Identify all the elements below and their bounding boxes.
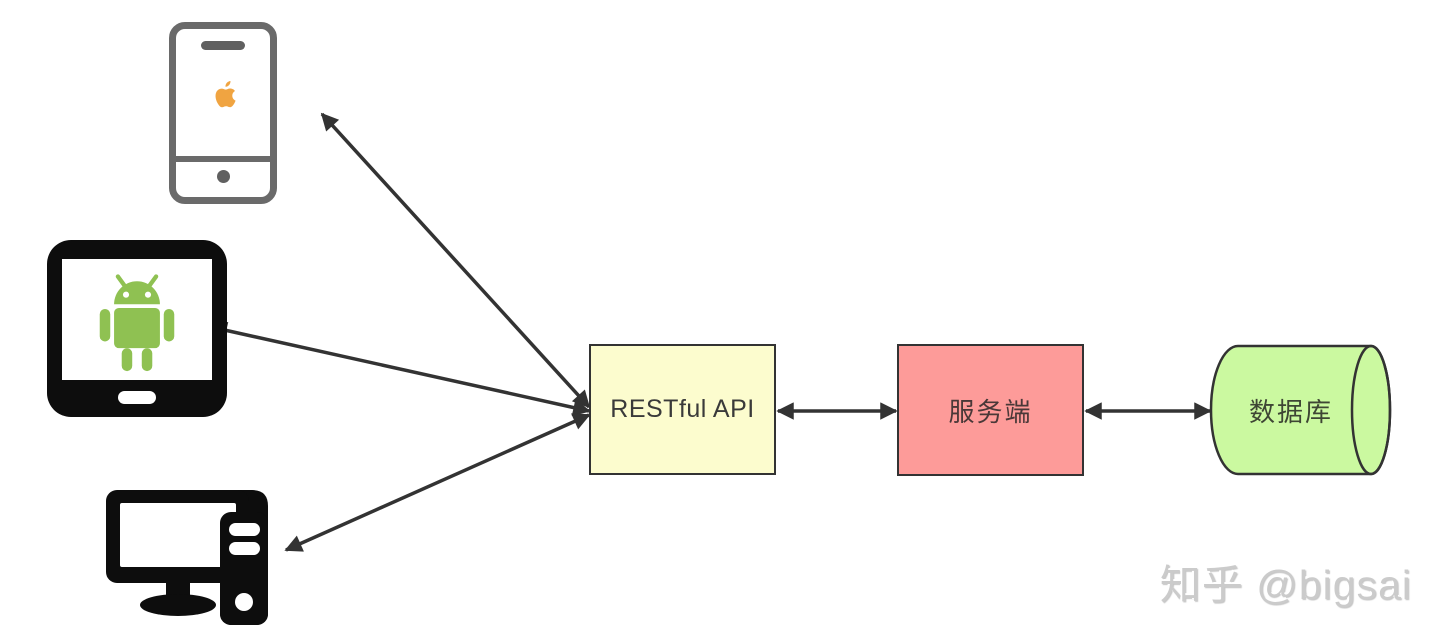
iphone-speaker-bar (201, 41, 245, 50)
iphone-home-button (216, 170, 230, 183)
database-cylinder (1209, 344, 1392, 476)
database-cylinder-cap (1350, 344, 1392, 476)
tablet-screen (62, 259, 212, 380)
server-box (897, 344, 1084, 476)
arrow-iphone-api (320, 112, 591, 409)
apple-logo-icon (215, 81, 236, 108)
iphone-icon (169, 22, 277, 204)
iphone-bottom-panel (176, 156, 270, 197)
arrow-desktop-api (284, 413, 591, 552)
desktop-computer-icon (106, 490, 268, 625)
arrow-tablet-api (209, 321, 591, 417)
android-robot-icon (99, 274, 175, 372)
tablet-home-button (118, 391, 156, 404)
restful-api-box (589, 344, 776, 475)
android-tablet-icon (47, 240, 227, 417)
